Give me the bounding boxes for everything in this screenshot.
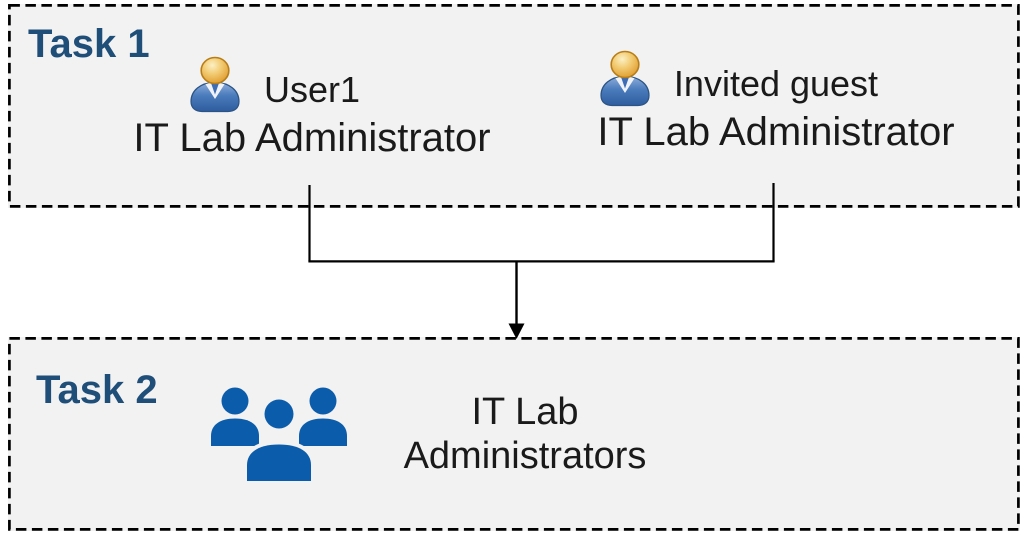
task1-title: Task 1 [28, 22, 150, 66]
person-icon [596, 50, 654, 108]
persona-name-row: Invited guest [566, 50, 986, 108]
task2-group: IT Lab Administrators [20, 386, 1028, 481]
layout-spacer [701, 433, 841, 434]
group-name: IT Lab Administrators [403, 390, 647, 477]
persona-name-row: User1 [102, 56, 522, 114]
people-group-icon [209, 386, 349, 481]
persona-user1: User1 IT Lab Administrator [102, 56, 522, 162]
persona-name: Invited guest [673, 63, 879, 104]
person-icon [186, 56, 244, 114]
persona-role: IT Lab Administrator [597, 110, 955, 154]
layout-spacer [380, 85, 438, 86]
persona-name: User1 [263, 69, 361, 110]
layout-spacer [898, 79, 956, 80]
task2-title: Task 2 [36, 368, 158, 412]
persona-invited-guest: Invited guest IT Lab Administrator [566, 50, 986, 156]
persona-role: IT Lab Administrator [133, 116, 491, 160]
